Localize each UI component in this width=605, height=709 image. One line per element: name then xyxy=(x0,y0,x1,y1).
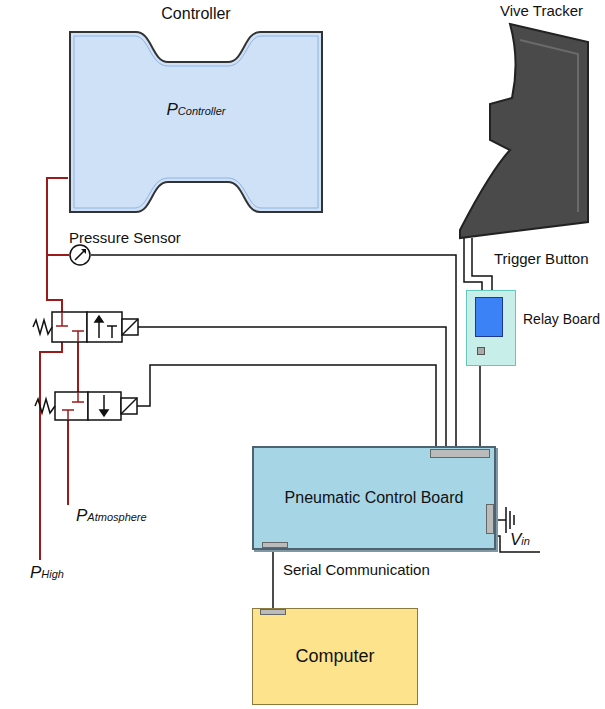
node-title: Relay Board xyxy=(523,311,600,328)
pressure-gauge-outline xyxy=(81,249,86,254)
air-pipe xyxy=(67,420,69,505)
tracker-device-outline xyxy=(520,40,578,212)
exhaust-valve-symbol xyxy=(121,398,137,414)
inlet-valve-symbol xyxy=(72,331,84,342)
exhaust-valve-symbol xyxy=(35,399,55,413)
inlet-valve-symbol xyxy=(122,319,138,335)
valve-wire xyxy=(137,327,446,449)
node-title: Pressure Sensor xyxy=(69,229,181,247)
air-pipe xyxy=(47,255,62,312)
exhaust-valve-symbol xyxy=(55,392,88,420)
controller-chamber-outline xyxy=(70,32,322,212)
ground-symbol xyxy=(494,507,540,552)
valve-wire xyxy=(138,327,446,449)
power-header xyxy=(486,504,494,534)
signal-wire xyxy=(464,238,492,290)
board-name: Pneumatic Control Board xyxy=(285,489,464,507)
computer-name: Computer xyxy=(295,646,374,667)
relay-board: Relay Board xyxy=(466,290,516,366)
tracker-device-outline xyxy=(460,24,588,238)
exhaust-valve-symbol xyxy=(88,392,121,420)
inlet-valve-symbol xyxy=(87,312,122,342)
controller-chamber-outline xyxy=(74,36,318,208)
edge-label: Serial Communication xyxy=(281,561,432,579)
relay-coil xyxy=(475,297,503,337)
exhaust-valve-symbol xyxy=(121,398,137,414)
inlet-valve-symbol xyxy=(95,316,103,322)
node-title: Vive Tracker xyxy=(500,2,583,20)
controller-chamber: ControllerPController xyxy=(68,0,324,216)
signal-wire xyxy=(272,550,274,608)
tracker-device-outline xyxy=(450,0,595,238)
ground-symbol xyxy=(506,507,514,533)
pressure-symbol: PAtmosphere xyxy=(76,506,147,527)
pressure-gauge-outline xyxy=(91,254,183,256)
valve-wire xyxy=(137,365,436,449)
signal-wire xyxy=(479,366,481,446)
exhaust-valve-symbol xyxy=(62,410,74,420)
pressure-symbol: PHigh xyxy=(30,563,64,584)
control-board: Pneumatic Control Board xyxy=(252,446,496,550)
inlet-valve-symbol xyxy=(56,312,68,326)
air-pipe xyxy=(40,342,62,560)
serial-port xyxy=(262,542,288,548)
ground-symbol xyxy=(496,519,506,521)
pressure-gauge-outline xyxy=(70,245,90,265)
air-pipe xyxy=(77,342,79,392)
exhaust-valve-symbol xyxy=(35,392,137,420)
tracker-device: Vive Tracker xyxy=(450,0,595,238)
pressure-gauge-outline xyxy=(75,250,85,260)
signal-name: Trigger Button xyxy=(494,250,589,268)
serial-port xyxy=(260,609,286,615)
board-header xyxy=(430,449,490,458)
inlet-valve-symbol xyxy=(33,312,138,342)
relay-pin xyxy=(477,347,485,355)
signal-wire xyxy=(183,255,456,446)
pressure-symbol: PController xyxy=(68,100,324,121)
computer-box: Computer xyxy=(252,608,418,705)
air-pipe xyxy=(47,178,69,255)
voltage-symbol: Vin xyxy=(510,530,530,551)
inlet-valve-symbol xyxy=(52,312,87,342)
exhaust-valve-symbol xyxy=(100,410,108,416)
inlet-valve-symbol xyxy=(122,319,138,335)
inlet-valve-symbol xyxy=(33,320,52,334)
inlet-valve-symbol xyxy=(107,326,117,338)
exhaust-valve-symbol xyxy=(72,392,84,402)
node-title: Controller xyxy=(68,4,324,23)
pressure-gauge: Pressure Sensor xyxy=(69,229,183,267)
